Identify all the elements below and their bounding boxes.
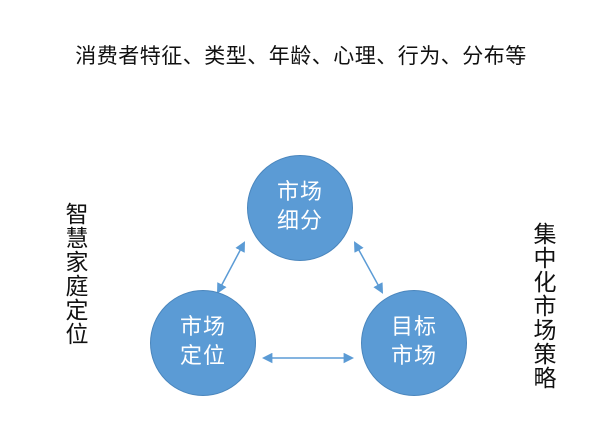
node-label-line1: 市场 bbox=[276, 180, 323, 206]
node-market-positioning: 市场 定位 bbox=[150, 290, 256, 396]
node-label-line2: 细分 bbox=[276, 209, 323, 234]
arrow-segmentation-positioning bbox=[217, 241, 245, 294]
node-label-line2: 市场 bbox=[390, 344, 437, 369]
node-label-line1: 市场 bbox=[179, 315, 226, 341]
right-vertical-label: 集中化市场策略 bbox=[529, 222, 555, 390]
node-label-line1: 目标 bbox=[390, 315, 437, 341]
top-caption: 消费者特征、类型、年龄、心理、行为、分布等 bbox=[75, 44, 527, 68]
node-market-segmentation: 市场 细分 bbox=[247, 155, 353, 261]
node-target-market: 目标 市场 bbox=[361, 290, 467, 396]
node-label-line2: 定位 bbox=[179, 344, 226, 369]
left-vertical-label: 智慧家庭定位 bbox=[61, 202, 87, 346]
arrow-segmentation-target bbox=[353, 241, 384, 294]
